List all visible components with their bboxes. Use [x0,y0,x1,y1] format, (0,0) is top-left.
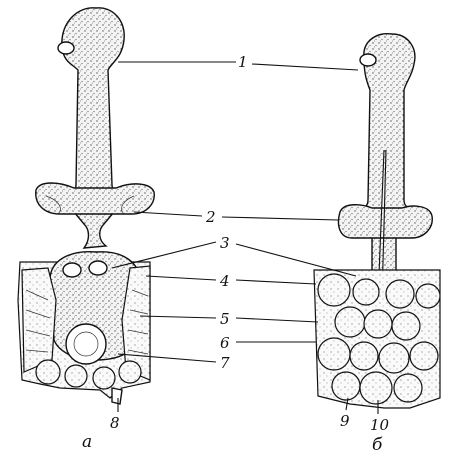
label-2: 2 [205,208,216,226]
label-6: 6 [220,334,230,352]
knob-a [58,42,74,54]
disc-a [66,324,106,364]
label-9: 9 [340,412,350,430]
label-4: 4 [219,272,230,290]
specimen-a [18,8,154,404]
crossbar-a [36,183,155,214]
label-3: 3 [220,234,230,252]
label-10: 10 [370,416,390,434]
shaft-b [360,34,415,286]
crossbar-b [339,205,433,238]
label-8: 8 [110,414,120,432]
specimen-b [314,34,440,408]
tail-a [112,388,122,404]
label-1: 1 [238,53,248,71]
caption-b: б [372,435,383,455]
label-5: 5 [220,310,230,328]
label-7: 7 [220,354,230,372]
caption-a: а [82,432,92,452]
